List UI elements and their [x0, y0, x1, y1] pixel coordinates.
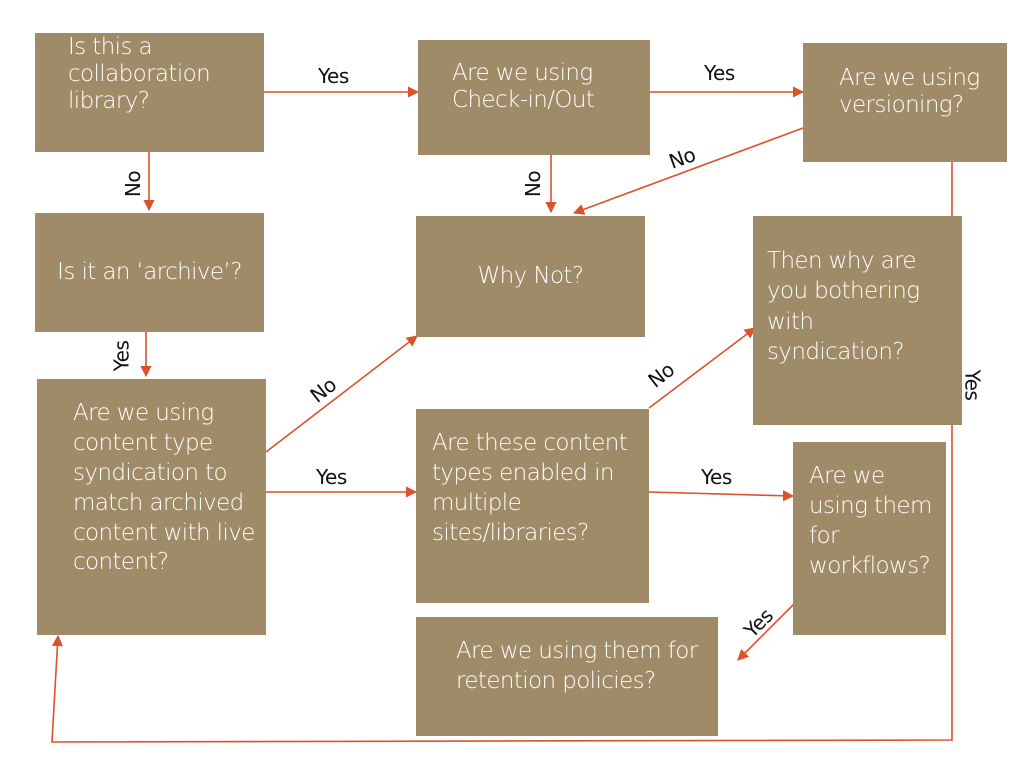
- node-multiple-sites-text: Are these content types enabled in multi…: [432, 430, 628, 546]
- node-retention: Are we using them for retention policies…: [416, 617, 718, 736]
- node-archive-text: Is it an ‘archive’?: [57, 258, 242, 285]
- node-collaboration: Is this a collaboration library?: [35, 33, 264, 152]
- node-collaboration-text: Is this a collaboration library?: [68, 34, 211, 115]
- node-multiple-sites: Are these content types enabled in multi…: [416, 409, 649, 603]
- node-retention-text: Are we using them for retention policies…: [456, 638, 698, 694]
- node-versioning-text: Are we using versioning?: [839, 65, 980, 119]
- edge-label-archive-yes: Yes: [109, 340, 134, 372]
- arrow-workflows-to-retention: [737, 599, 799, 661]
- edge-label-checkin-yes: Yes: [704, 61, 735, 85]
- edge-label-collab-yes: Yes: [318, 64, 349, 88]
- edge-label-multi-yes: Yes: [701, 465, 732, 489]
- node-archive: Is it an ‘archive’?: [35, 213, 264, 332]
- node-why-not-text: Why Not?: [477, 262, 585, 289]
- node-syndication-why: Then why are you bothering with syndicat…: [753, 216, 962, 425]
- arrow-versioning-yes-loop: [51, 162, 953, 743]
- node-workflows: Are we using them for workflows?: [793, 442, 946, 635]
- node-versioning: Are we using versioning?: [803, 43, 1007, 162]
- node-syndication-why-text: Then why are you bothering with syndicat…: [767, 248, 920, 366]
- node-workflows-text: Are we using them for workflows?: [809, 463, 932, 579]
- arrow-content-to-whynot: [265, 335, 418, 453]
- edge-label-collab-no: No: [121, 170, 146, 198]
- node-checkin-text: Are we using Check-in/Out: [452, 60, 595, 114]
- edge-label-versioning-yes: Yes: [960, 369, 985, 401]
- node-content-type: Are we using content type syndication to…: [37, 379, 266, 635]
- node-checkin: Are we using Check-in/Out: [418, 40, 650, 155]
- node-why-not: Why Not?: [416, 216, 645, 337]
- edge-label-checkin-no: No: [521, 170, 546, 198]
- node-content-type-text: Are we using content type syndication to…: [73, 400, 255, 576]
- arrow-multi-to-workflows: [648, 490, 795, 502]
- arrow-multi-to-syndication: [648, 327, 756, 409]
- arrow-versioning-to-whynot: [572, 127, 804, 215]
- edge-label-content-yes: Yes: [316, 465, 347, 489]
